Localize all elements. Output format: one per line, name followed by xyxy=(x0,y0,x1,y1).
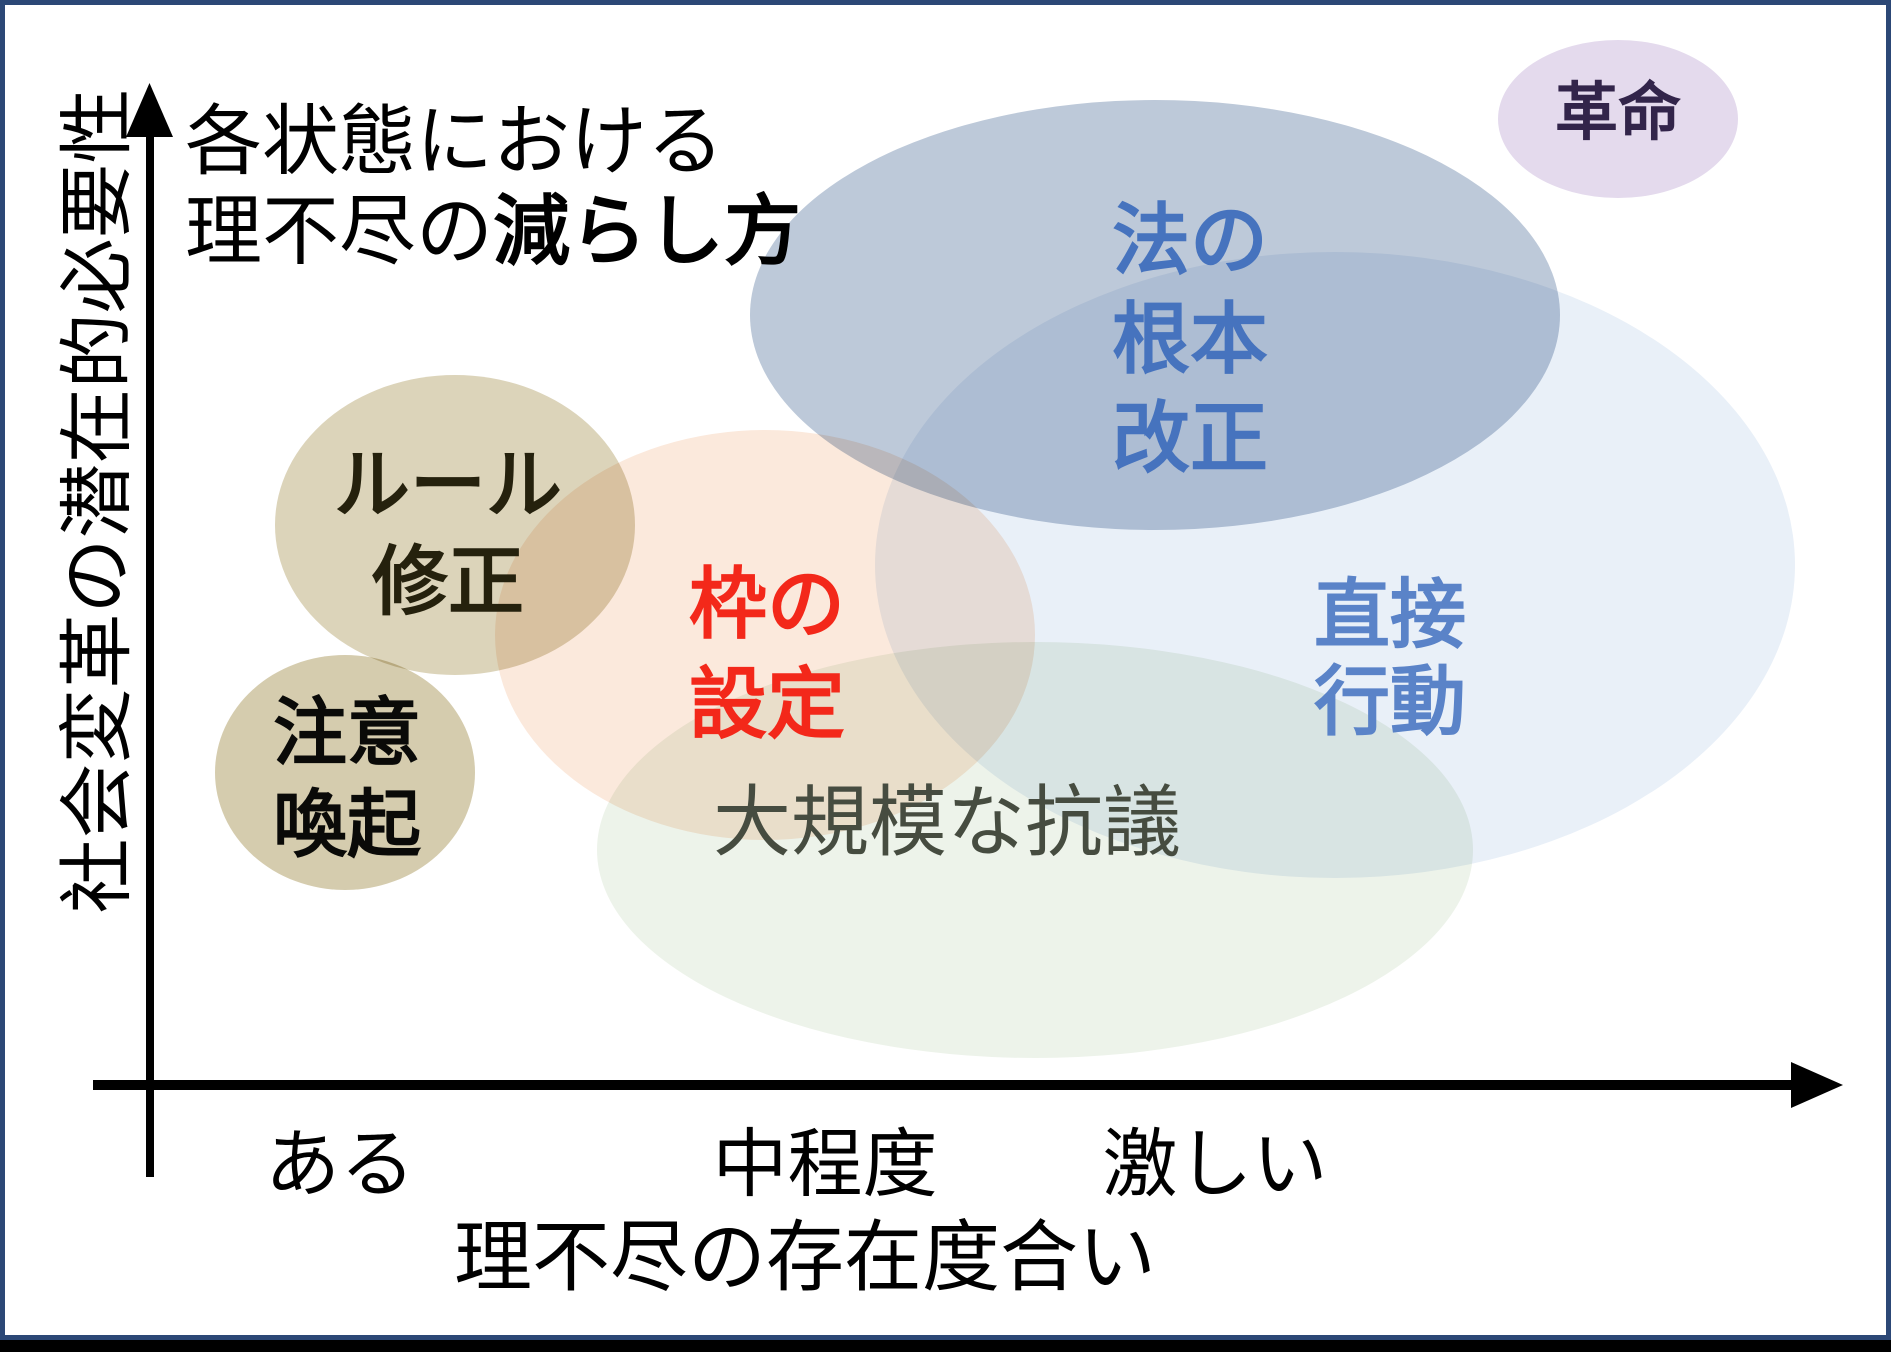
bubble-label-line: 設定 xyxy=(688,659,846,748)
bubble-label-revolution: 革命 xyxy=(1555,73,1681,154)
x-tick-label-medium: 中程度 xyxy=(712,1122,938,1206)
bubble-label-line: 行動 xyxy=(1314,659,1466,745)
x-tick-label-high: 激しい xyxy=(1102,1122,1328,1206)
bubble-revolution xyxy=(1498,40,1738,198)
y-axis-title: 社会変革の潜在的必要性 xyxy=(55,88,139,914)
bubble-label-line: 修正 xyxy=(372,540,524,626)
bubble-label-line: 革命 xyxy=(1555,78,1681,148)
bubble-label-line: 法の xyxy=(1111,196,1269,284)
chart-title-line1: 各状態における xyxy=(185,99,724,185)
bubble-label-attention-raising: 注意 喚起 xyxy=(273,687,421,871)
bubble-label-direct-action: 直接 行動 xyxy=(1314,573,1466,746)
chart-title-line2-regular: 理不尽の xyxy=(185,189,493,276)
bubble-label-large-scale-protest: 大規模な抗議 xyxy=(713,773,1181,873)
bubble-label-fundamental-law-revision: 法の 根本 改正 xyxy=(1112,191,1268,488)
bubble-label-line: 直接 xyxy=(1314,573,1466,658)
bubble-label-line: ルール xyxy=(334,443,562,528)
bubble-label-line: 注意 xyxy=(273,691,421,774)
x-axis-arrowhead-icon xyxy=(1791,1062,1843,1108)
bubble-label-frame-setting: 枠の 設定 xyxy=(689,555,845,755)
bubble-attention-raising xyxy=(215,655,475,890)
bottom-black-bar xyxy=(0,1340,1891,1352)
bubble-frame-setting xyxy=(495,430,1035,840)
y-axis-line xyxy=(146,121,154,1177)
chart-title-line2-bold: 減らし方 xyxy=(493,189,801,276)
x-axis-line xyxy=(93,1080,1800,1090)
bubble-label-line: 喚起 xyxy=(273,782,421,866)
bubble-label-line: 根本 xyxy=(1111,295,1269,384)
x-tick-label-low: ある xyxy=(264,1122,416,1206)
x-axis-title: 理不尽の存在度合い xyxy=(453,1213,1157,1301)
chart-title: 各状態における 理不尽の減らし方 xyxy=(185,97,801,277)
bubble-label-rule-correction: ルール 修正 xyxy=(334,437,562,632)
bubble-label-line: 枠の xyxy=(688,560,846,648)
bubble-label-line: 大規模な抗議 xyxy=(712,778,1182,866)
bubble-label-line: 改正 xyxy=(1111,394,1269,483)
